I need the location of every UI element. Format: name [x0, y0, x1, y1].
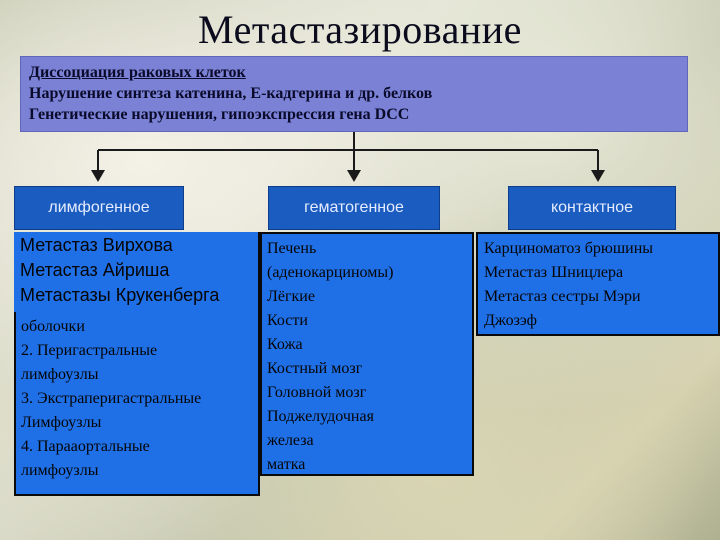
lymph-overlay: Метастаз Вирхова Метастаз Айриша Метаста…	[14, 232, 258, 312]
list-item: лимфоузлы	[21, 366, 99, 383]
page-title: Метастазирование	[198, 7, 522, 52]
list-item: Поджелудочная	[267, 408, 374, 425]
list-item: Карциноматоз брюшины	[484, 240, 654, 257]
list-item: 3. Экстраперигастральные	[21, 390, 202, 407]
overlay-item-irish: Метастаз Айриша	[20, 260, 170, 280]
arrowhead-contact	[591, 170, 605, 182]
list-item: Кости	[267, 312, 308, 329]
list-item: Метастаз Шницлера	[484, 264, 624, 281]
arrowhead-lymph	[91, 170, 105, 182]
list-item: Печень	[267, 240, 317, 257]
contact-list: Карциноматоз брюшины Метастаз Шницлера М…	[476, 232, 720, 336]
hemat-list: Печень (аденокарциномы) Лёгкие Кости Кож…	[260, 232, 474, 476]
list-item: Лимфоузлы	[21, 414, 102, 431]
category-hematogenous: гематогенное	[268, 186, 440, 230]
header-box: Диссоциация раковых клеток Нарушение син…	[20, 56, 688, 132]
list-item: Метастаз сестры Мэри	[484, 288, 641, 305]
list-item: лимфоузлы	[21, 462, 99, 479]
list-item: Костный мозг	[267, 360, 363, 377]
header-line-dissociation: Диссоциация раковых клеток	[29, 64, 246, 81]
list-item: оболочки	[21, 318, 85, 335]
list-item: Джозэф	[484, 312, 538, 329]
list-item: Кожа	[267, 336, 303, 353]
overlay-item-krukenberg: Метастазы Крукенберга	[20, 285, 220, 305]
list-item: Головной мозг	[267, 384, 367, 401]
header-line-genetic: Генетические нарушения, гипоэкспрессия г…	[29, 106, 410, 123]
list-item: железа	[267, 432, 314, 449]
category-contact: контактное	[508, 186, 676, 230]
arrowhead-hemat	[347, 170, 361, 182]
overlay-item-virchow: Метастаз Вирхова	[20, 235, 173, 255]
category-lymphogenous: лимфогенное	[14, 186, 184, 230]
list-item: 4. Парааортальные	[21, 438, 150, 455]
list-item: Лёгкие	[267, 288, 315, 305]
list-item: (аденокарциномы)	[267, 264, 394, 281]
list-item: матка	[267, 456, 306, 473]
header-line-synthesis: Нарушение синтеза катенина, Е-кадгерина …	[29, 85, 433, 102]
list-item: 2. Перигастральные	[21, 342, 158, 359]
